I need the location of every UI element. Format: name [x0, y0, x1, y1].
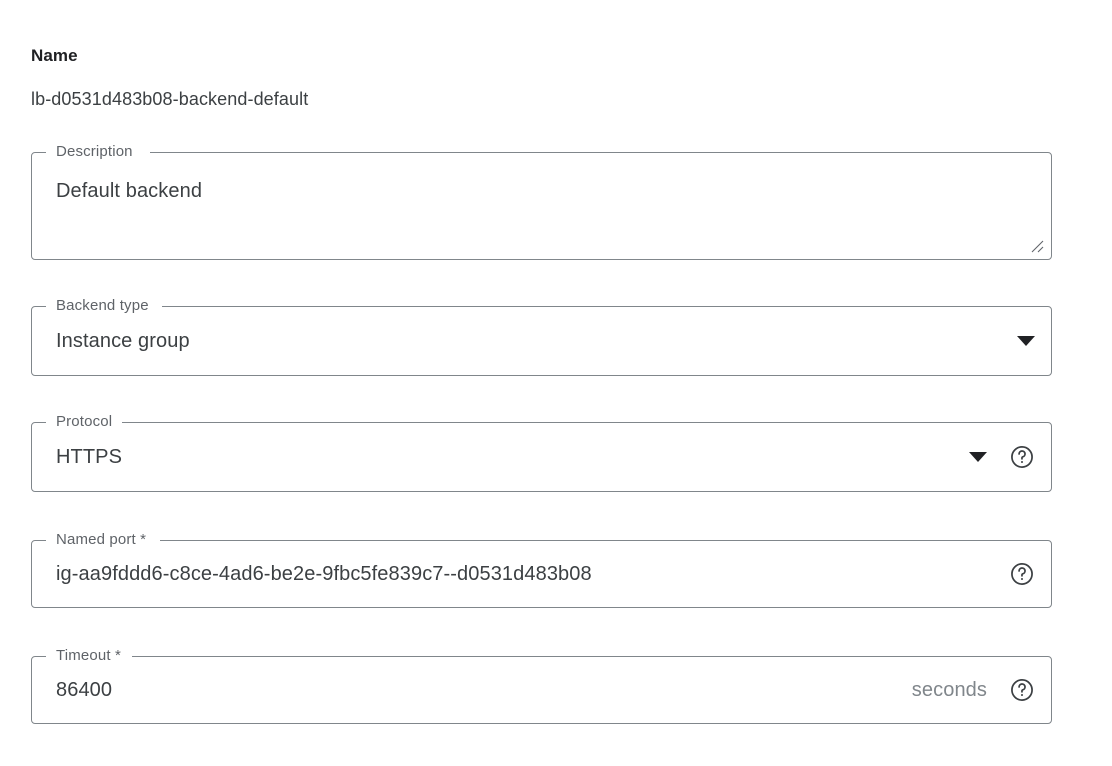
- protocol-label: Protocol: [51, 412, 118, 432]
- help-circle-icon[interactable]: [1009, 444, 1035, 470]
- timeout-label: Timeout *: [51, 646, 126, 666]
- help-circle-icon[interactable]: [1009, 677, 1035, 703]
- protocol-field[interactable]: Protocol HTTPS: [31, 412, 1052, 492]
- timeout-value[interactable]: 86400: [56, 679, 113, 701]
- caret-down-icon[interactable]: [969, 452, 987, 462]
- name-heading: Name: [31, 46, 78, 65]
- backend-type-value[interactable]: Instance group: [56, 330, 190, 352]
- backend-type-field[interactable]: Backend type Instance group: [31, 296, 1052, 376]
- named-port-value[interactable]: ig-aa9fddd6-c8ce-4ad6-be2e-9fbc5fe839c7-…: [56, 563, 592, 585]
- protocol-value[interactable]: HTTPS: [56, 446, 123, 468]
- name-block: Name lb-d0531d483b08-backend-default: [31, 44, 1052, 112]
- help-circle-icon[interactable]: [1009, 561, 1035, 587]
- backend-type-label: Backend type: [51, 296, 154, 316]
- timeout-field[interactable]: Timeout * 86400 seconds: [31, 646, 1052, 724]
- backend-name-value: lb-d0531d483b08-backend-default: [31, 89, 309, 109]
- named-port-label: Named port *: [51, 530, 152, 550]
- timeout-unit-suffix: seconds: [911, 679, 987, 701]
- named-port-field[interactable]: Named port * ig-aa9fddd6-c8ce-4ad6-be2e-…: [31, 530, 1052, 608]
- description-label: Description: [51, 142, 138, 162]
- caret-down-icon[interactable]: [1017, 336, 1035, 346]
- description-field[interactable]: Description Default backend: [31, 142, 1052, 260]
- description-value[interactable]: Default backend: [56, 180, 203, 202]
- resize-grip-icon[interactable]: [1027, 236, 1045, 254]
